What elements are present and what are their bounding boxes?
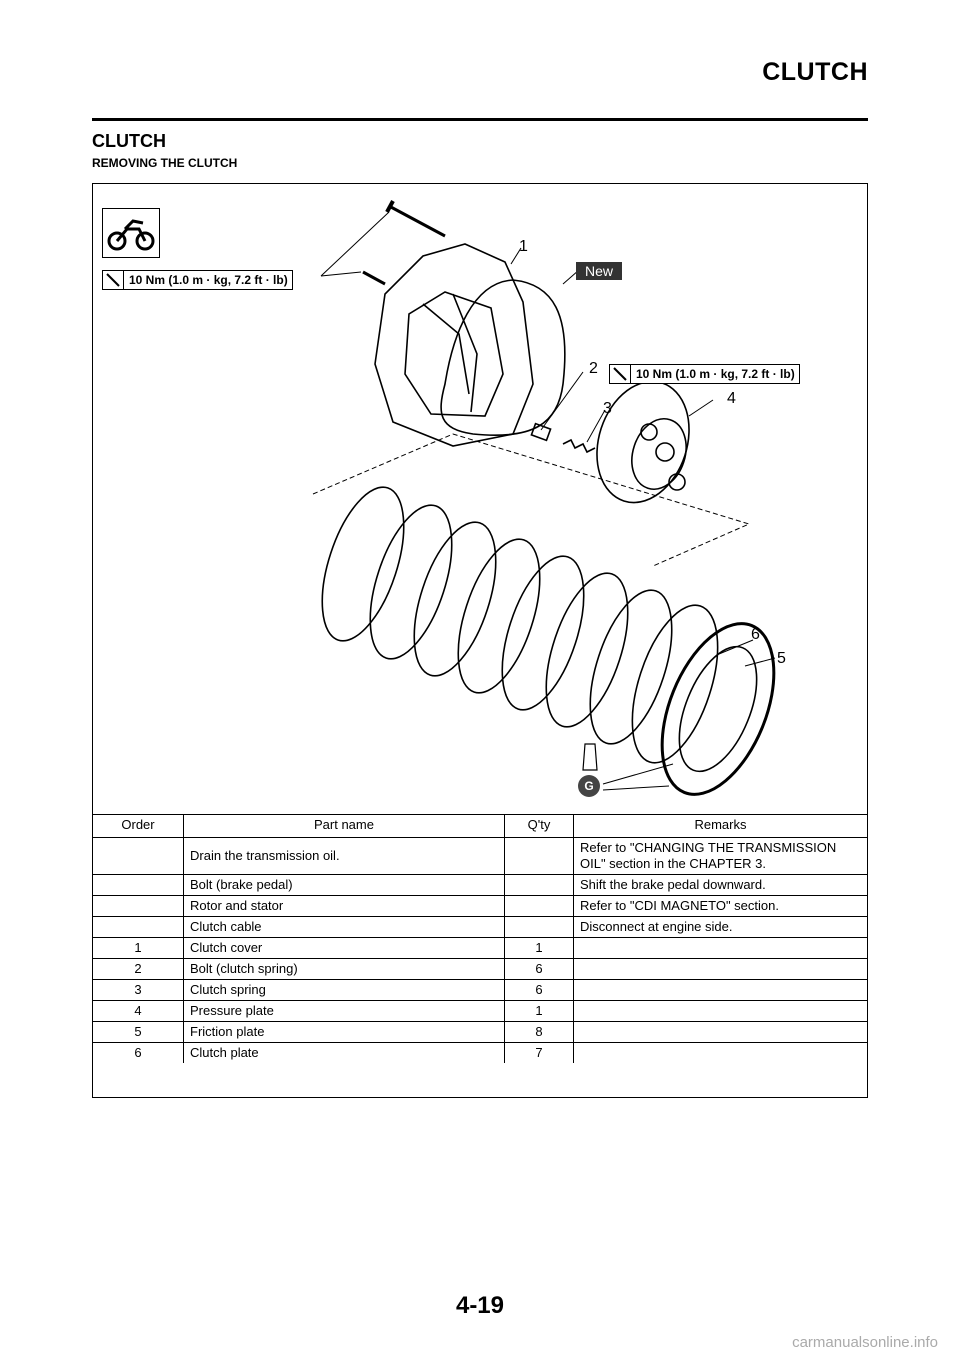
- table-row: Rotor and stator Refer to "CDI MAGNETO" …: [93, 895, 867, 917]
- cell-part-name: Clutch cover: [183, 937, 505, 959]
- cell-qty: 1: [504, 937, 574, 959]
- callout-5: 5: [777, 650, 786, 667]
- section-subtitle: REMOVING THE CLUTCH: [92, 156, 238, 170]
- procedure-frame: 10 Nm (1.0 m · kg, 7.2 ft · lb) 10 Nm (1…: [92, 183, 868, 1098]
- cell-qty: [504, 837, 574, 875]
- cell-remarks: Disconnect at engine side.: [573, 916, 867, 938]
- parts-table: Order Part name Q'ty Remarks Drain the t…: [93, 814, 867, 1063]
- table-row: 6 Clutch plate 7: [93, 1042, 867, 1063]
- cell-qty: [504, 895, 574, 917]
- callout-3: 3: [603, 400, 612, 417]
- callout-4: 4: [727, 390, 736, 407]
- cell-part-name: Drain the transmission oil.: [183, 837, 505, 875]
- new-part-badge: New: [576, 262, 622, 280]
- grease-tube-icon: G: [578, 775, 600, 797]
- table-row: 2 Bolt (clutch spring) 6: [93, 958, 867, 980]
- cell-remarks: Refer to "CDI MAGNETO" section.: [573, 895, 867, 917]
- table-row: 4 Pressure plate 1: [93, 1000, 867, 1022]
- header-order: Order: [93, 814, 184, 838]
- cell-part-name: Friction plate: [183, 1021, 505, 1043]
- table-row: 5 Friction plate 8: [93, 1021, 867, 1043]
- cell-qty: 6: [504, 958, 574, 980]
- cell-part-name: Rotor and stator: [183, 895, 505, 917]
- wrench-icon: [610, 365, 631, 383]
- cell-remarks: [573, 979, 867, 1001]
- callout-1: 1: [519, 238, 528, 255]
- cell-order: [93, 874, 184, 896]
- table-row: Drain the transmission oil. Refer to "CH…: [93, 837, 867, 875]
- cell-order: [93, 916, 184, 938]
- header-qty: Q'ty: [504, 814, 574, 838]
- cell-part-name: Clutch plate: [183, 1042, 505, 1063]
- cell-part-name: Clutch cable: [183, 916, 505, 938]
- header-remarks: Remarks: [573, 814, 867, 838]
- table-header-row: Order Part name Q'ty Remarks: [93, 814, 867, 838]
- cell-qty: 8: [504, 1021, 574, 1043]
- header-rule: [92, 118, 868, 121]
- torque-spec-text: 10 Nm (1.0 m · kg, 7.2 ft · lb): [636, 367, 795, 381]
- cell-order: [93, 895, 184, 917]
- cell-remarks: Shift the brake pedal downward.: [573, 874, 867, 896]
- exploded-view-figure: 10 Nm (1.0 m · kg, 7.2 ft · lb) 10 Nm (1…: [93, 184, 867, 814]
- torque-spec-text: 10 Nm (1.0 m · kg, 7.2 ft · lb): [129, 273, 288, 287]
- callout-2: 2: [589, 360, 598, 377]
- cell-qty: 6: [504, 979, 574, 1001]
- exploded-view-drawing: [312, 200, 776, 796]
- table-row: 1 Clutch cover 1: [93, 937, 867, 959]
- cell-remarks: [573, 958, 867, 980]
- header-part-name: Part name: [183, 814, 505, 838]
- page-number: 4-19: [455, 1292, 505, 1319]
- watermark-text: carmanualsonline.info: [792, 1334, 938, 1351]
- cell-order: 2: [93, 958, 184, 980]
- cell-qty: [504, 874, 574, 896]
- cell-part-name: Bolt (brake pedal): [183, 874, 505, 896]
- cell-remarks: [573, 937, 867, 959]
- cell-order: 4: [93, 1000, 184, 1022]
- wrench-icon: [103, 271, 124, 289]
- cell-part-name: Pressure plate: [183, 1000, 505, 1022]
- table-row: 3 Clutch spring 6: [93, 979, 867, 1001]
- cell-order: 5: [93, 1021, 184, 1043]
- cell-qty: 7: [504, 1042, 574, 1063]
- cell-qty: [504, 916, 574, 938]
- cell-order: 6: [93, 1042, 184, 1063]
- motorcycle-icon: [102, 208, 160, 258]
- cell-remarks: [573, 1021, 867, 1043]
- cell-remarks: Refer to "CHANGING THE TRANSMISSION OIL"…: [573, 837, 867, 875]
- cell-order: [93, 837, 184, 875]
- cell-qty: 1: [504, 1000, 574, 1022]
- callout-6: 6: [751, 626, 760, 643]
- table-row: Bolt (brake pedal) Shift the brake pedal…: [93, 874, 867, 896]
- cell-remarks: [573, 1000, 867, 1022]
- cell-order: 1: [93, 937, 184, 959]
- cell-part-name: Clutch spring: [183, 979, 505, 1001]
- cell-part-name: Bolt (clutch spring): [183, 958, 505, 980]
- table-row: Clutch cable Disconnect at engine side.: [93, 916, 867, 938]
- torque-spec-clutch-spring-bolts: 10 Nm (1.0 m · kg, 7.2 ft · lb): [609, 364, 800, 384]
- cell-remarks: [573, 1042, 867, 1063]
- cell-order: 3: [93, 979, 184, 1001]
- page-header-title: CLUTCH: [762, 58, 868, 86]
- torque-spec-cover-bolts: 10 Nm (1.0 m · kg, 7.2 ft · lb): [102, 270, 293, 290]
- section-title: CLUTCH: [92, 131, 166, 151]
